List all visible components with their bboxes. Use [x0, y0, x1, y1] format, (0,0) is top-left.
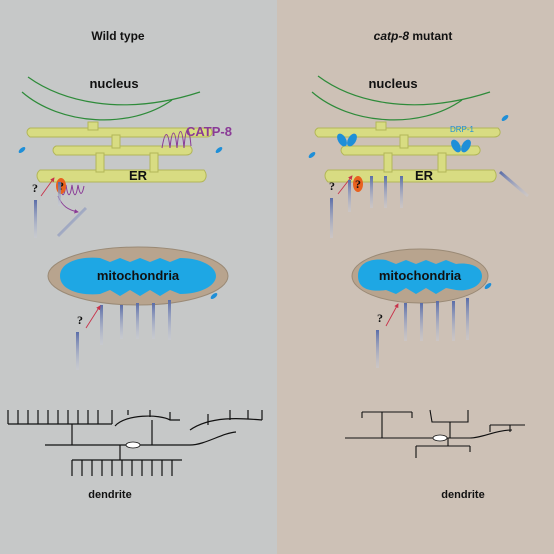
left-er — [26, 121, 213, 183]
right-er-tubule-diagonal — [499, 170, 529, 198]
right-mito-tubule — [376, 330, 379, 368]
left-mito-tubule — [136, 303, 139, 339]
left-nucleus-label: nucleus — [89, 76, 138, 91]
right-drp1-dot — [308, 152, 316, 158]
right-mito-tubule — [452, 301, 455, 341]
right-mitochondrion — [351, 248, 489, 304]
right-drp1-dot — [484, 283, 492, 289]
left-mito-tubule — [152, 303, 155, 339]
right-er-tubule — [348, 180, 351, 212]
right-er-question: ? — [329, 179, 335, 193]
right-er-tubule — [330, 198, 333, 238]
left-er-question: ? — [32, 181, 38, 195]
right-mito-tubule — [420, 303, 423, 341]
left-mito-tubule — [76, 332, 79, 370]
left-er-tubule — [58, 182, 61, 206]
left-drp1-dot — [18, 147, 26, 153]
left-mito-arrow — [85, 305, 101, 329]
left-dendrite — [7, 410, 263, 476]
right-title-rest: mutant — [409, 29, 452, 43]
left-dendrite-label: dendrite — [88, 489, 131, 501]
right-title-italic: catp-8 — [374, 29, 410, 43]
left-soma — [125, 441, 141, 449]
left-catp8-label: CATP-8 — [186, 124, 232, 139]
right-er-tubule — [400, 176, 403, 208]
right-mito-tubule — [404, 303, 407, 341]
right-mito-tubule — [436, 301, 439, 341]
left-title: Wild type — [91, 29, 145, 43]
right-mito-tubule — [466, 298, 469, 340]
left-er-tubule — [34, 200, 37, 238]
left-er-label: ER — [129, 168, 148, 183]
right-mito-question: ? — [377, 311, 383, 325]
right-mito-arrow — [385, 303, 399, 327]
right-nucleus-label: nucleus — [368, 76, 417, 91]
right-er-arrow — [337, 175, 353, 195]
left-mito-tubule — [168, 300, 171, 340]
left-mito-tubule — [120, 305, 123, 339]
right-drp1-er — [337, 133, 471, 153]
left-mito-label: mitochondria — [97, 268, 180, 283]
left-mito-question: ? — [77, 313, 83, 327]
right-mito-label: mitochondria — [379, 268, 462, 283]
right-er-particle-question: ? — [355, 177, 361, 191]
left-drp1-dot — [210, 293, 218, 299]
right-er — [314, 121, 501, 183]
right-orange-particle — [353, 176, 363, 192]
right-nuclear-envelope — [311, 75, 491, 121]
right-er-tubule — [384, 176, 387, 208]
right-er-tubule — [370, 176, 373, 208]
left-panel: Wild type nucleus ER CATP-8 ? ? — [7, 29, 263, 501]
left-er-arrow — [40, 177, 55, 197]
right-drp1-label: DRP-1 — [450, 125, 475, 134]
right-title: catp-8 mutant — [374, 29, 453, 43]
right-soma — [432, 434, 448, 442]
left-catp8-protein — [59, 129, 192, 196]
left-mito-tubule — [100, 305, 103, 345]
right-er-label: ER — [415, 168, 434, 183]
left-drp1-dot — [215, 147, 223, 153]
right-panel: catp-8 mutant nucleus ER DRP-1 ? — [308, 29, 529, 501]
left-er-tubule-diagonal — [56, 206, 88, 238]
right-drp1-dot — [501, 115, 509, 121]
right-dendrite-label: dendrite — [441, 489, 484, 501]
left-mitochondrion — [47, 246, 229, 306]
left-nuclear-envelope — [21, 76, 201, 121]
right-dendrite — [345, 409, 525, 458]
